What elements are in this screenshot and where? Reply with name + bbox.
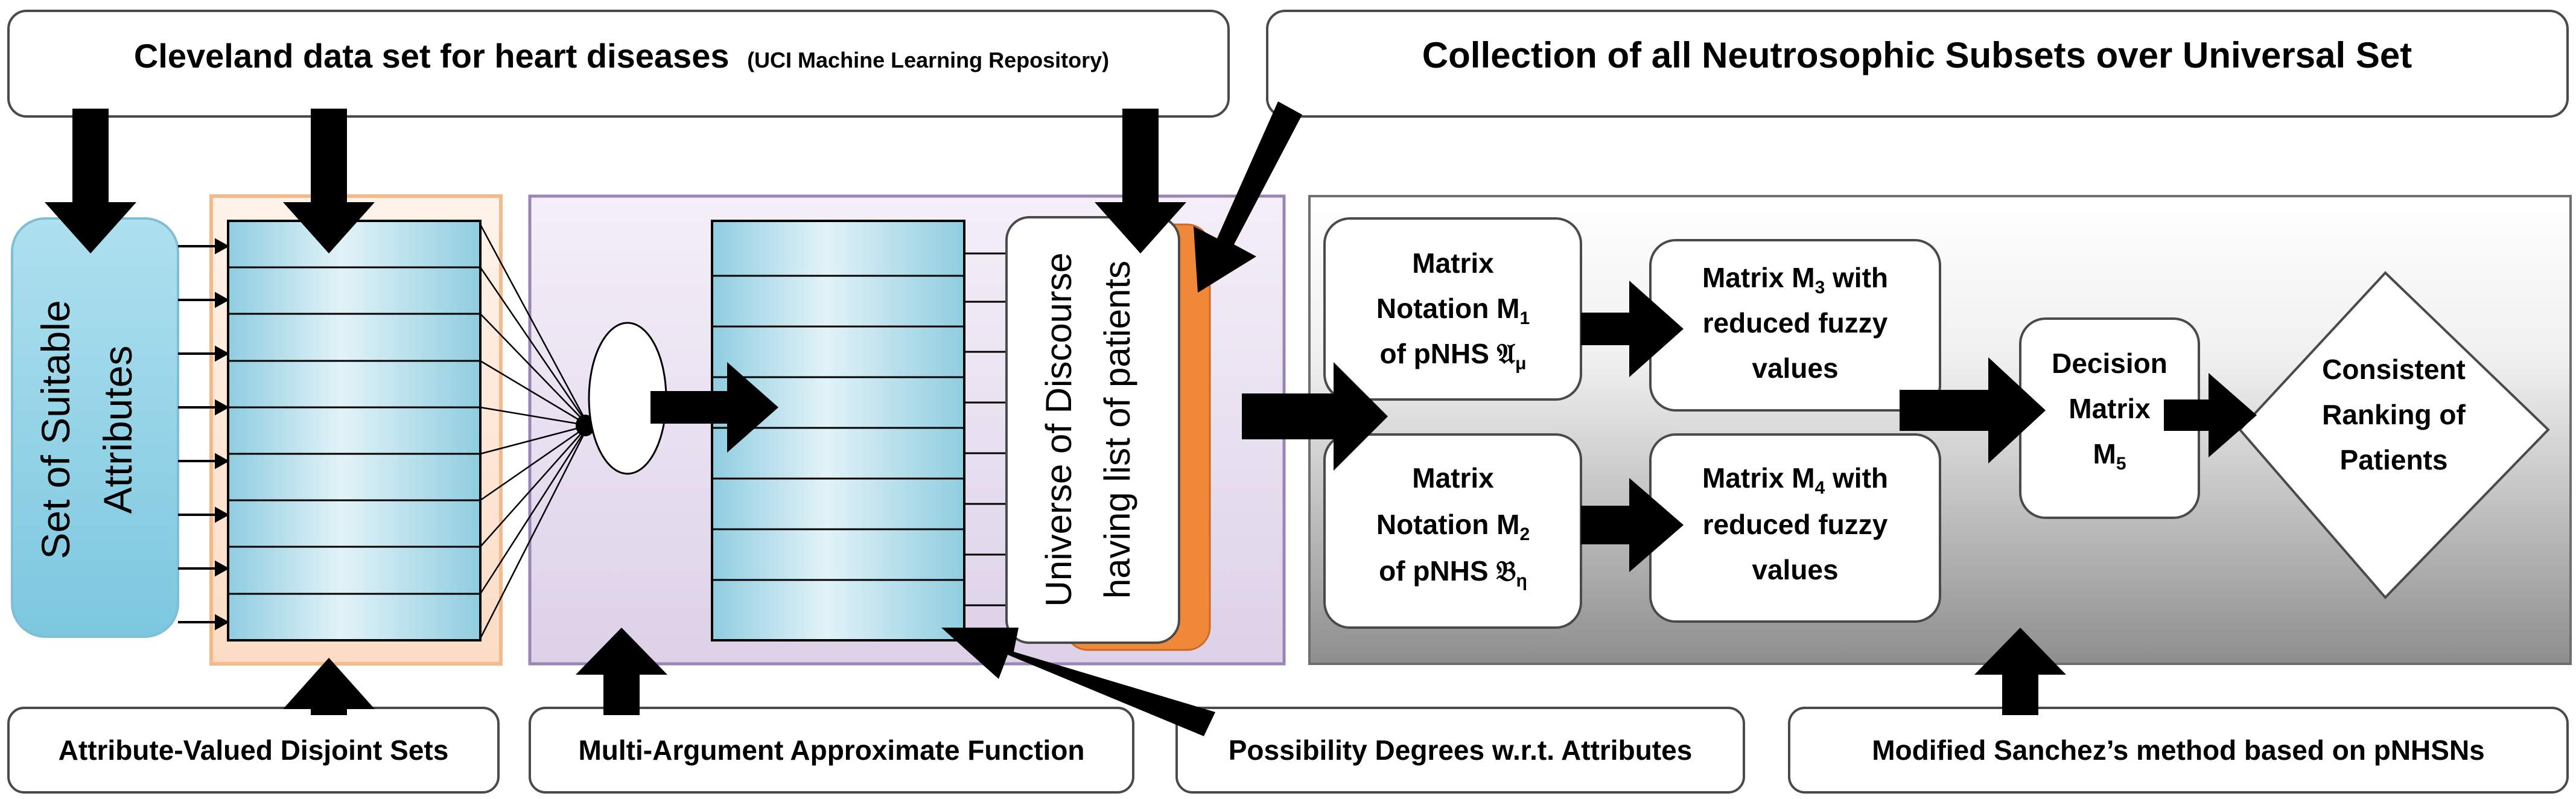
svg-text:reduced fuzzy: reduced fuzzy [1703,307,1888,339]
decision-matrix-box: Decision Matrix M5 [2019,317,2200,519]
svg-text:Notation M2: Notation M2 [1376,509,1530,544]
svg-text:reduced fuzzy: reduced fuzzy [1703,509,1888,540]
attributes-label-line2: Attributes [95,346,140,514]
svg-text:of pNHS 𝔅η: of pNHS 𝔅η [1379,555,1527,591]
svg-text:Multi-Argument Approximate Fun: Multi-Argument Approximate Function [578,734,1084,766]
svg-text:Matrix: Matrix [2069,393,2151,424]
arrow-m2-to-m4 [1581,478,1684,572]
matrix-m4-box: Matrix M4 with reduced fuzzy values [1649,433,1941,623]
arrow-ellipse-to-grid [650,362,778,453]
top-right-collection-box: Collection of all Neutrosophic Subsets o… [1266,10,2569,118]
attribute-connector-arrows [178,238,230,631]
block-arrows [45,101,2257,736]
svg-text:Decision: Decision [2052,348,2167,379]
approximation-grid [711,220,965,641]
svg-text:Consistent: Consistent [2322,354,2466,385]
svg-text:Matrix M4 with: Matrix M4 with [1702,462,1888,498]
source-subtitle: (UCI Machine Learning Repository) [747,48,1109,72]
svg-text:of pNHS 𝔄μ: of pNHS 𝔄μ [1379,337,1526,374]
arrow-reduced-to-decision [1900,357,2046,463]
arrow-up-attribute-valued [283,658,375,715]
ranking-diamond: Consistent Ranking of Patients [2238,271,2550,599]
label-multi-argument-function: Multi-Argument Approximate Function [529,707,1134,794]
svg-text:M5: M5 [2093,438,2126,474]
top-left-source-box: Cleveland data set for heart diseases (U… [7,10,1230,118]
collection-title: Collection of all Neutrosophic Subsets o… [1422,35,2412,75]
arrow-down-source-to-attributes [45,109,136,253]
svg-text:Attribute-Valued Disjoint Sets: Attribute-Valued Disjoint Sets [59,734,449,766]
svg-text:Patients: Patients [2340,444,2448,476]
label-possibility-degrees: Possibility Degrees w.r.t. Attributes [1175,707,1745,794]
matrix-m2-box: Matrix Notation M2 of pNHS 𝔅η [1323,433,1582,629]
attributes-label-line1: Set of Suitable [33,300,78,559]
arrow-decision-to-ranking [2164,373,2257,457]
disjoint-sets-grid [227,220,482,641]
svg-text:Ranking of: Ranking of [2322,399,2466,430]
arrow-universe-to-matrices [1242,362,1388,471]
universe-label-line1: Universe of Discourse [1038,253,1079,607]
svg-text:Notation M1: Notation M1 [1376,293,1530,328]
source-title: Cleveland data set for heart diseases [134,37,730,75]
svg-text:Matrix M3 with: Matrix M3 with [1702,262,1888,298]
arrow-up-multi-argument [576,628,667,715]
attributes-box: Set of Suitable Attributes [11,217,179,638]
matrix-m1-box: Matrix Notation M1 of pNHS 𝔄μ [1323,217,1582,401]
arrow-up-sanchez [1974,628,2066,715]
universe-connector-lines [964,252,1007,606]
svg-text:values: values [1752,352,1838,384]
svg-text:Matrix: Matrix [1412,247,1494,279]
matrix-m3-box: Matrix M3 with reduced fuzzy values [1649,239,1941,412]
arrow-possibility-to-grid [941,628,1215,736]
svg-text:Modified Sanchez’s method base: Modified Sanchez’s method based on pNHSN… [1872,734,2485,766]
arrow-collection-to-universe [1194,101,1302,293]
svg-text:Possibility Degrees w.r.t. At: Possibility Degrees w.r.t. Attributes [1229,734,1693,766]
universe-label-line2: having list of patients [1097,261,1137,599]
arrow-down-source-to-grid [283,109,375,253]
svg-text:Cleveland data set for heart d: Cleveland data set for heart diseases (U… [134,37,1109,75]
svg-text:Matrix: Matrix [1412,462,1494,494]
svg-text:values: values [1752,554,1838,585]
label-attribute-valued-sets: Attribute-Valued Disjoint Sets [7,707,500,794]
label-sanchez-method: Modified Sanchez’s method based on pNHSN… [1788,707,2569,794]
universe-box: Universe of Discourse having list of pat… [1005,216,1211,651]
arrow-m1-to-m3 [1581,281,1684,377]
arrow-down-source-to-universe [1095,109,1186,253]
function-fan-lines [479,224,590,639]
